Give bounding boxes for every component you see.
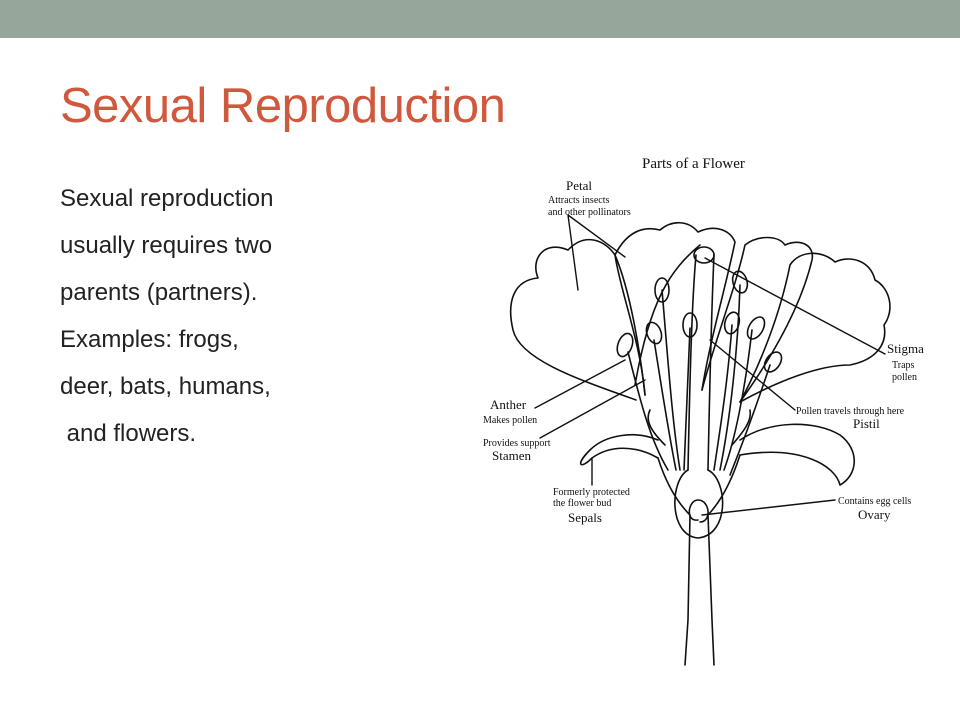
ovule [688, 499, 709, 523]
pistil-style [687, 254, 715, 471]
petal-center-right [701, 236, 814, 403]
label-stamen-desc: Provides support [483, 438, 551, 449]
petal-right [739, 252, 891, 403]
sepal-left [580, 434, 659, 466]
body-line-2: usually requires two [60, 232, 273, 259]
label-anther-desc: Makes pollen [483, 415, 537, 426]
receptacle [657, 454, 741, 666]
body-line-3: parents (partners). [60, 279, 258, 306]
slide-title: Sexual Reproduction [60, 79, 506, 133]
flower-diagram: Parts of a Flower Petal Attracts insects… [483, 156, 924, 666]
ovary-outline [674, 469, 724, 539]
label-sepals-desc-2: the flower bud [553, 498, 611, 509]
body-line-6: and flowers. [60, 420, 197, 447]
label-stigma-desc-1: Traps [892, 360, 915, 371]
sepal-inner-right [731, 409, 752, 446]
top-accent-bar [0, 0, 960, 38]
sepal-inner-left [647, 409, 666, 446]
label-ovary-desc: Contains egg cells [838, 496, 911, 507]
stigma-head [693, 246, 715, 264]
label-pistil: Pistil [853, 416, 880, 431]
label-stigma-desc-2: pollen [892, 372, 917, 383]
petal-left [509, 238, 646, 401]
diagram-title: Parts of a Flower [642, 156, 745, 172]
body-text: Sexual reproduction usually requires two… [60, 175, 360, 457]
label-petal-desc-2: and other pollinators [548, 207, 631, 218]
label-stigma: Stigma [887, 341, 924, 356]
label-anther: Anther [490, 397, 527, 412]
sepal-right [739, 423, 855, 486]
label-ovary: Ovary [858, 507, 891, 522]
body-line-4: Examples: frogs, [60, 326, 239, 353]
label-sepals-desc-1: Formerly protected [553, 487, 630, 498]
petal-center-left [614, 221, 736, 396]
body-line-5: deer, bats, humans, [60, 373, 271, 400]
label-pistil-desc: Pollen travels through here [796, 406, 905, 417]
label-sepals: Sepals [568, 510, 602, 525]
label-petal: Petal [566, 178, 592, 193]
label-stamen: Stamen [492, 448, 531, 463]
body-line-1: Sexual reproduction [60, 185, 274, 212]
label-petal-desc-1: Attracts insects [548, 195, 609, 206]
